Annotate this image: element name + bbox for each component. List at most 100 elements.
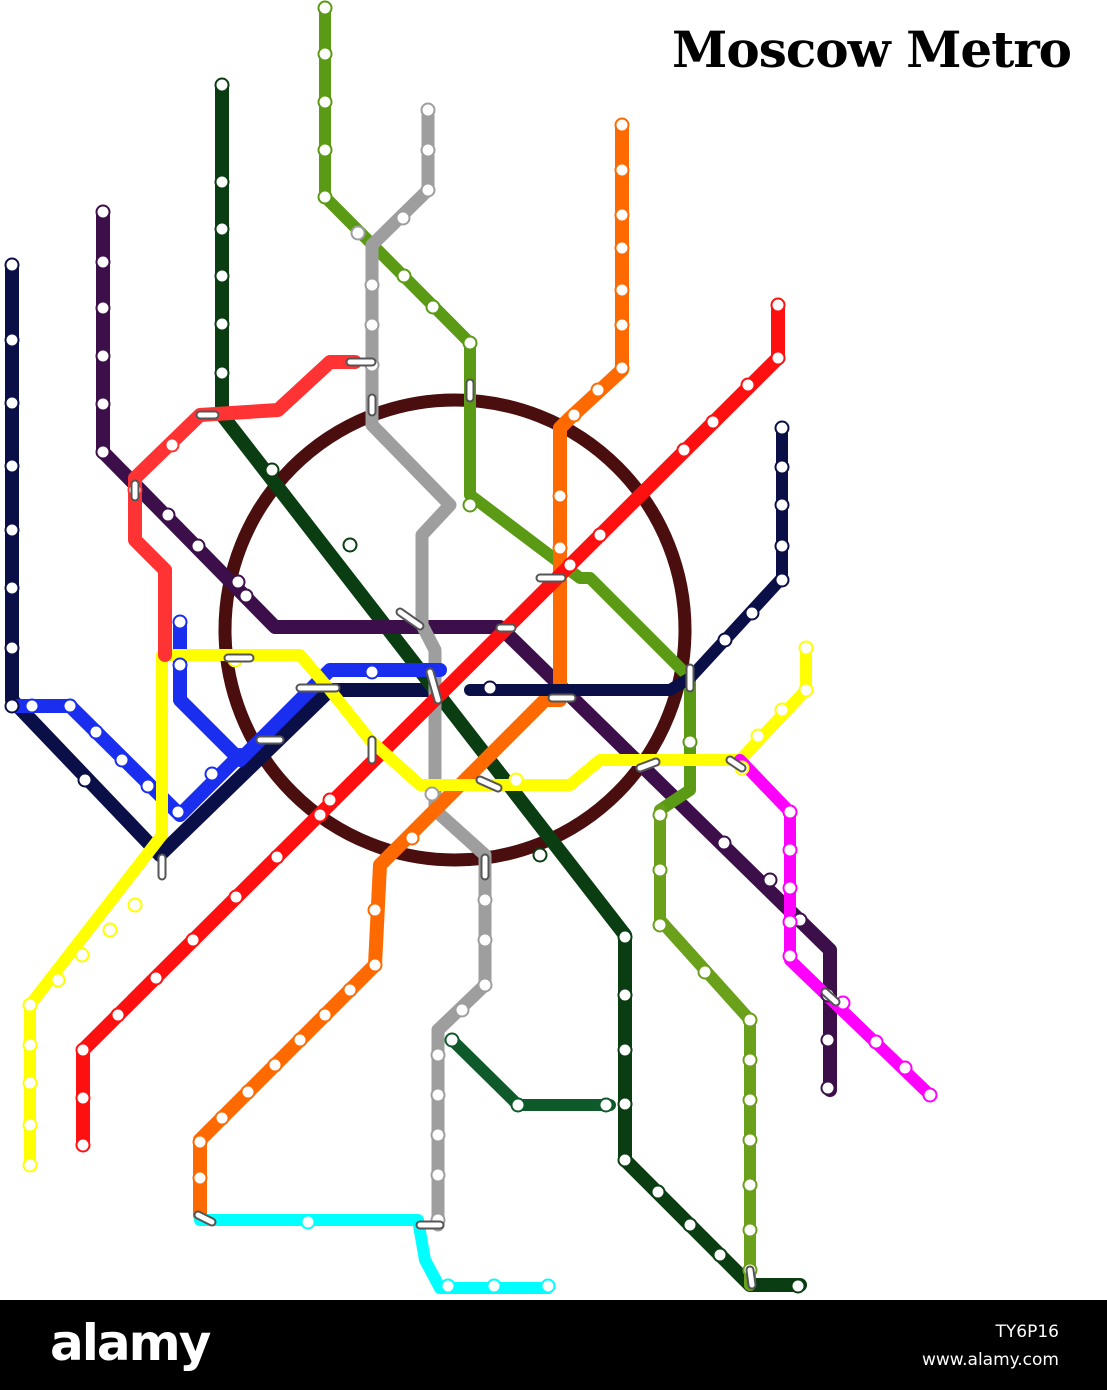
station-marker[interactable]: [4, 698, 20, 714]
station-marker[interactable]: [77, 772, 93, 788]
station-marker[interactable]: [486, 1278, 502, 1294]
station-marker[interactable]: [614, 240, 630, 256]
station-marker[interactable]: [395, 210, 411, 226]
station-marker[interactable]: [317, 189, 333, 205]
station-marker[interactable]: [160, 507, 176, 523]
station-marker[interactable]: [430, 1087, 446, 1103]
station-marker[interactable]: [4, 522, 20, 538]
station-marker[interactable]: [74, 947, 90, 963]
station-marker[interactable]: [897, 1060, 913, 1076]
station-marker[interactable]: [75, 1137, 91, 1153]
station-marker[interactable]: [508, 772, 524, 788]
station-marker[interactable]: [820, 1080, 836, 1096]
station-marker[interactable]: [364, 317, 380, 333]
station-marker[interactable]: [742, 1092, 758, 1108]
station-marker[interactable]: [170, 804, 186, 820]
station-marker[interactable]: [110, 1007, 126, 1023]
station-marker[interactable]: [552, 488, 568, 504]
station-marker[interactable]: [782, 948, 798, 964]
station-marker[interactable]: [782, 804, 798, 820]
station-marker[interactable]: [4, 580, 20, 596]
station-marker[interactable]: [4, 458, 20, 474]
station-marker[interactable]: [317, 1007, 333, 1023]
station-marker[interactable]: [364, 277, 380, 293]
station-marker[interactable]: [617, 1042, 633, 1058]
station-marker[interactable]: [782, 842, 798, 858]
station-marker[interactable]: [742, 1012, 758, 1028]
station-marker[interactable]: [868, 1034, 884, 1050]
station-marker[interactable]: [430, 1047, 446, 1063]
station-marker[interactable]: [364, 664, 380, 680]
station-marker[interactable]: [774, 497, 790, 513]
station-marker[interactable]: [614, 282, 630, 298]
station-marker[interactable]: [552, 540, 568, 556]
station-marker[interactable]: [420, 102, 436, 118]
station-marker[interactable]: [562, 557, 578, 573]
station-marker[interactable]: [50, 972, 66, 988]
station-marker[interactable]: [798, 640, 814, 656]
station-marker[interactable]: [214, 268, 230, 284]
station-marker[interactable]: [317, 94, 333, 110]
station-marker[interactable]: [742, 1052, 758, 1068]
station-marker[interactable]: [782, 914, 798, 930]
station-marker[interactable]: [477, 932, 493, 948]
station-marker[interactable]: [774, 538, 790, 554]
station-marker[interactable]: [782, 880, 798, 896]
station-marker[interactable]: [430, 1127, 446, 1143]
station-marker[interactable]: [292, 1032, 308, 1048]
station-marker[interactable]: [598, 1097, 614, 1113]
station-marker[interactable]: [228, 889, 244, 905]
station-marker[interactable]: [592, 527, 608, 543]
station-marker[interactable]: [190, 538, 206, 554]
station-marker[interactable]: [774, 572, 790, 588]
station-marker[interactable]: [312, 807, 328, 823]
station-marker[interactable]: [396, 268, 412, 284]
station-marker[interactable]: [214, 174, 230, 190]
station-marker[interactable]: [88, 724, 104, 740]
station-marker[interactable]: [454, 1002, 470, 1018]
station-marker[interactable]: [322, 792, 338, 808]
station-marker[interactable]: [540, 1278, 556, 1294]
station-marker[interactable]: [22, 1157, 38, 1173]
station-marker[interactable]: [95, 254, 111, 270]
station-marker[interactable]: [214, 77, 230, 93]
station-marker[interactable]: [317, 0, 333, 16]
station-marker[interactable]: [705, 414, 721, 430]
station-marker[interactable]: [774, 459, 790, 475]
station-marker[interactable]: [95, 348, 111, 364]
station-marker[interactable]: [342, 537, 358, 553]
station-marker[interactable]: [342, 982, 358, 998]
station-marker[interactable]: [770, 297, 786, 313]
station-marker[interactable]: [798, 682, 814, 698]
station-marker[interactable]: [204, 766, 220, 782]
station-marker[interactable]: [420, 182, 436, 198]
station-marker[interactable]: [22, 1037, 38, 1053]
station-marker[interactable]: [614, 317, 630, 333]
station-marker[interactable]: [4, 257, 20, 273]
station-marker[interactable]: [482, 680, 498, 696]
station-marker[interactable]: [367, 957, 383, 973]
station-marker[interactable]: [148, 970, 164, 986]
station-marker[interactable]: [192, 1170, 208, 1186]
station-marker[interactable]: [682, 734, 698, 750]
station-marker[interactable]: [185, 932, 201, 948]
station-marker[interactable]: [590, 382, 606, 398]
station-marker[interactable]: [192, 1134, 208, 1150]
station-marker[interactable]: [477, 977, 493, 993]
station-marker[interactable]: [367, 902, 383, 918]
station-marker[interactable]: [75, 1042, 91, 1058]
station-marker[interactable]: [267, 1057, 283, 1073]
station-marker[interactable]: [404, 830, 420, 846]
station-marker[interactable]: [617, 1152, 633, 1168]
station-marker[interactable]: [95, 204, 111, 220]
station-marker[interactable]: [532, 847, 548, 863]
station-marker[interactable]: [350, 225, 366, 241]
station-marker[interactable]: [269, 849, 285, 865]
station-marker[interactable]: [75, 1090, 91, 1106]
station-marker[interactable]: [614, 117, 630, 133]
station-marker[interactable]: [676, 442, 692, 458]
station-marker[interactable]: [172, 614, 188, 630]
station-marker[interactable]: [95, 396, 111, 412]
station-marker[interactable]: [424, 786, 440, 802]
station-marker[interactable]: [95, 444, 111, 460]
